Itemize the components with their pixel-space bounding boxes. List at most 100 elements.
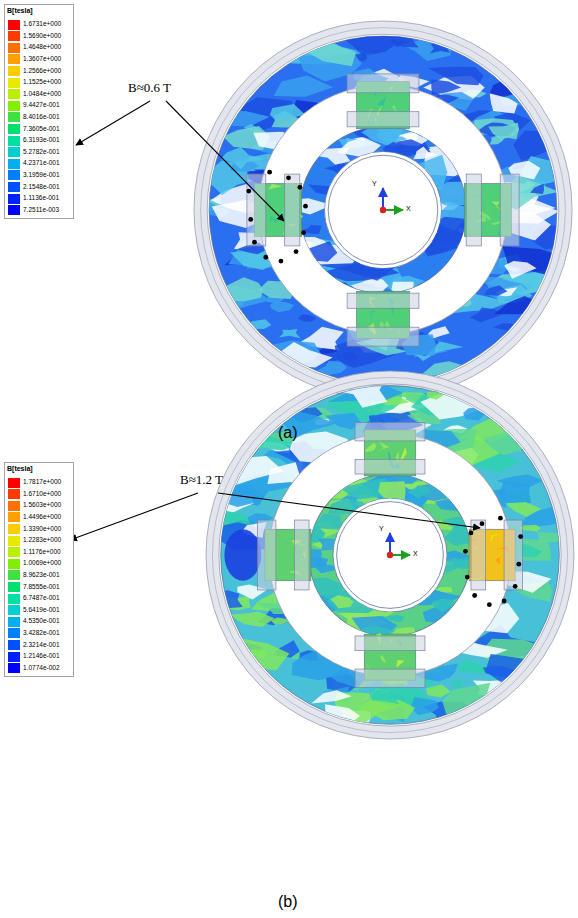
- probe-dot: [469, 531, 474, 536]
- machine-cross-section: [199, 371, 576, 739]
- field-patch: [392, 35, 419, 47]
- field-patch: [431, 79, 461, 95]
- legend-value: 4.2371e-001: [23, 160, 60, 167]
- legend-value: 1.6731e+000: [23, 21, 61, 28]
- legend-entry: 3.1959e-001: [8, 170, 60, 181]
- field-patch: [442, 683, 490, 718]
- field-patch: [330, 595, 354, 608]
- field-patch: [451, 679, 463, 689]
- field-patch: [392, 137, 407, 144]
- probe-dot: [248, 217, 253, 222]
- legend-entry: 1.3390e+000: [8, 523, 61, 534]
- legend-entry: 2.1548e-001: [8, 181, 60, 192]
- bore: [328, 155, 438, 265]
- legend-entry: 2.3214e-001: [8, 639, 60, 650]
- legend-value: 8.9623e-001: [23, 572, 60, 579]
- legend-value: 1.4648e+000: [23, 44, 61, 51]
- field-patch: [218, 111, 270, 127]
- field-patch: [301, 241, 337, 262]
- field-patch: [311, 690, 351, 703]
- legend-entry: 8.4016e-001: [8, 112, 60, 123]
- legend-title: B[tesla]: [7, 7, 33, 15]
- pole-tooth: [463, 174, 519, 246]
- legend-swatch: [8, 652, 20, 662]
- legend-value: 8.4016e-001: [23, 114, 60, 121]
- legend-entry: 1.6731e+000: [8, 19, 61, 30]
- probe-dot: [246, 189, 251, 194]
- field-patch: [538, 532, 564, 543]
- legend-value: 6.7487e-001: [23, 595, 60, 602]
- legend-swatch: [8, 112, 20, 122]
- field-patch: [323, 704, 360, 728]
- probe-dot: [267, 170, 272, 175]
- legend-swatch: [8, 512, 20, 522]
- probe-dot: [502, 599, 507, 604]
- legend-entry: 7.3605e-001: [8, 123, 60, 134]
- legend-value: 1.5690e+000: [23, 33, 61, 40]
- pole-tooth: [347, 291, 419, 346]
- legend-value: 7.8555e-001: [23, 584, 60, 591]
- subfigure-label: (b): [278, 893, 298, 911]
- legend-value: 1.3607e+000: [23, 56, 61, 63]
- leader-line: [76, 101, 150, 145]
- legend-entry: 7.2511e-003: [8, 205, 59, 216]
- field-patch: [485, 654, 545, 687]
- legend-value: 2.1548e-001: [23, 184, 60, 191]
- field-patch: [370, 690, 399, 705]
- ring: [269, 434, 512, 677]
- legend-entry: 1.0774e-002: [8, 663, 60, 674]
- probe-dot: [297, 185, 302, 190]
- field-patches: [177, 24, 574, 376]
- legend-value: 1.1136e-001: [23, 195, 59, 202]
- field-patch: [331, 373, 387, 408]
- field-patches: [291, 470, 483, 639]
- ring: [221, 386, 560, 725]
- field-patch: [426, 684, 451, 697]
- legend-entry: 1.2566e+000: [8, 65, 61, 76]
- probe-dot: [498, 516, 503, 521]
- field-patch: [270, 302, 295, 313]
- legend-swatch: [8, 182, 20, 192]
- probe-dot: [472, 593, 477, 598]
- probe-dot: [303, 204, 308, 209]
- legend-entry: 1.0069e+000: [8, 558, 61, 569]
- legend-swatch: [8, 54, 20, 64]
- legend-entry: 5.6419e-001: [8, 605, 60, 616]
- pole-tooth: [355, 423, 425, 476]
- field-patch: [490, 93, 518, 113]
- axis-label: X: [406, 205, 411, 213]
- probe-dot: [465, 575, 470, 580]
- legend-entry: 4.5350e-001: [8, 616, 60, 627]
- legend-entry: 1.1136e-001: [8, 193, 59, 204]
- legend-value: 1.3390e+000: [23, 526, 61, 533]
- legend-entry: 8.9623e-001: [8, 570, 60, 581]
- bore: [337, 502, 444, 609]
- legend-entry: 1.6710e+000: [8, 489, 61, 500]
- field-patch: [485, 285, 508, 296]
- field-patch: [220, 637, 289, 670]
- legend-value: 1.5603e+000: [23, 502, 61, 509]
- legend-swatch: [8, 605, 20, 615]
- legend-swatch: [8, 43, 20, 53]
- field-patch: [209, 590, 243, 608]
- ring: [209, 36, 557, 384]
- legend-value: 5.6419e-001: [23, 607, 60, 614]
- legend-swatch: [8, 594, 20, 604]
- field-patch: [298, 314, 317, 321]
- legend-entry: 6.7487e-001: [8, 593, 60, 604]
- legend-swatch: [8, 663, 20, 673]
- legend-entry: 9.4427e-001: [8, 100, 60, 111]
- field-patch: [279, 329, 300, 338]
- field-patch: [488, 123, 519, 140]
- legend-value: 1.2146e-001: [23, 653, 60, 660]
- legend-value: 7.2511e-003: [23, 207, 59, 214]
- legend-entry: 1.4648e+000: [8, 42, 61, 53]
- machine-cross-section: [177, 21, 574, 399]
- field-patch: [230, 612, 274, 627]
- legend-value: 9.4427e-001: [23, 102, 60, 109]
- legend-value: 1.4496e+000: [23, 514, 61, 521]
- field-patch: [357, 699, 415, 720]
- legend-swatch: [8, 78, 20, 88]
- probe-dot: [294, 249, 299, 254]
- pole-tooth: [469, 520, 523, 590]
